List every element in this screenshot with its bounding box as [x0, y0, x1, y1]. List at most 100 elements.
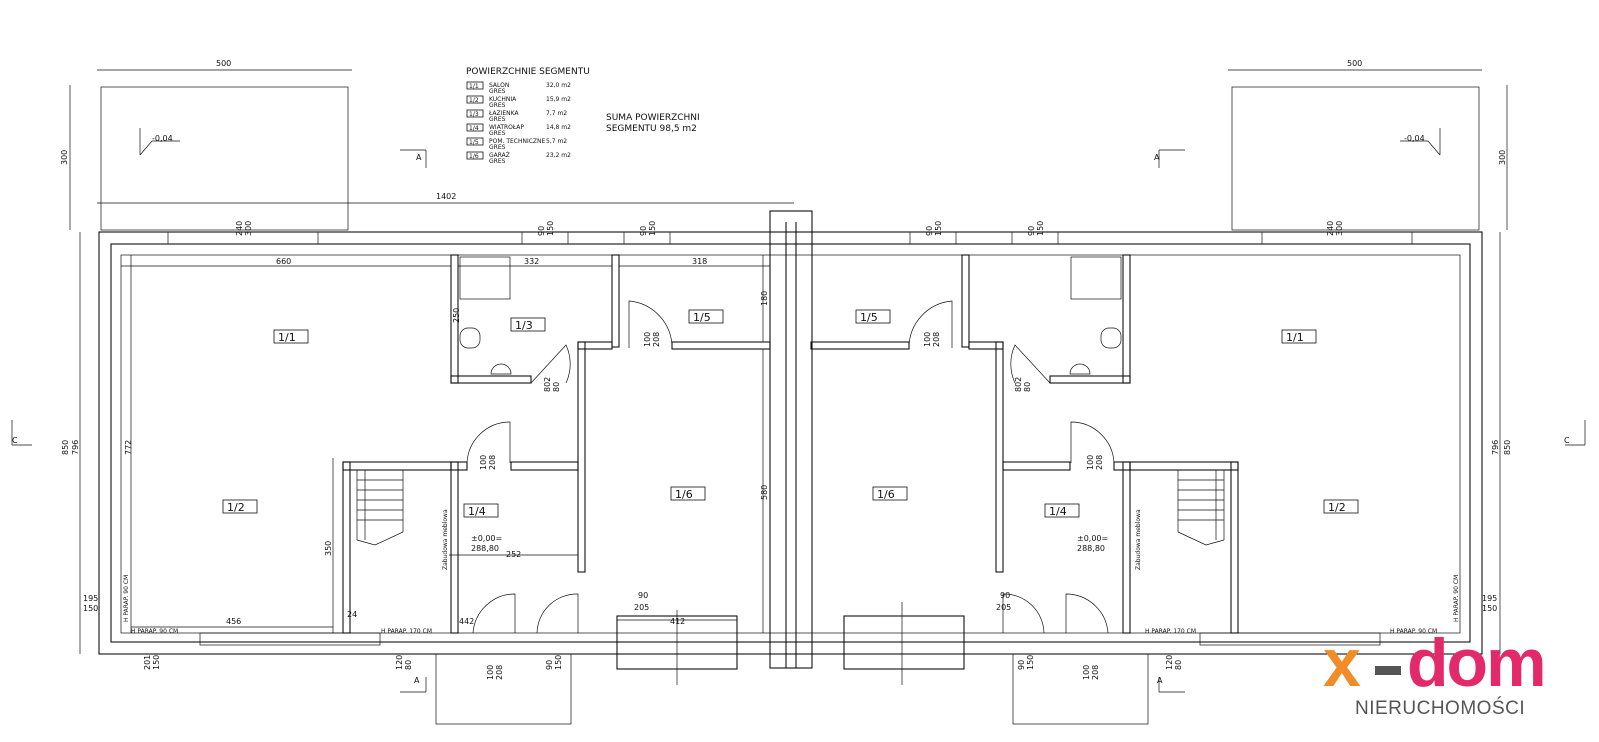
total-area-line2: SEGMENTU 98,5 m2: [606, 124, 697, 134]
stairs-right: [1177, 470, 1225, 546]
win-90-top-c: 90: [925, 226, 934, 236]
door-208-f: 208: [1091, 665, 1100, 680]
legend-room-name: SALON: [489, 82, 509, 89]
door-80-r: 80: [1023, 382, 1032, 392]
win-50-top-b: 150: [648, 221, 657, 236]
level-marker-right: [1400, 128, 1441, 156]
legend-room-finish: GRES: [489, 144, 506, 151]
legend-id-box: [466, 137, 484, 146]
win-150-top-c: 150: [934, 221, 943, 236]
win-80-a: 80: [404, 660, 413, 670]
legend-room-name: ŁAZIENKA: [488, 110, 519, 117]
logo-dom: dom: [1407, 625, 1547, 701]
win-90-a: 90: [545, 660, 554, 670]
door-205-right: 205: [996, 603, 1011, 612]
legend-id-box: [466, 151, 484, 160]
dim-240-right: 240: [1326, 221, 1335, 236]
total-area-line1: SUMA POWIERZCHNI: [606, 113, 700, 123]
dim-195-right: 195: [1482, 594, 1497, 603]
floor-level-right-a: ±0,00=: [1077, 534, 1108, 543]
door-100-d: 100: [1086, 455, 1095, 470]
dim-580: 580: [760, 485, 769, 500]
terrace-level-left: -0,04: [152, 134, 173, 143]
door-100-e: 100: [486, 665, 495, 680]
section-a-bottom-left: A: [414, 676, 420, 685]
doors-left: [466, 300, 673, 634]
legend-room-area: 32,0 m2: [546, 82, 571, 89]
door-100-c: 100: [923, 332, 932, 347]
legend-room-id: 1/4: [469, 125, 479, 132]
room-labels: 1/1 1/2 1/3 1/4 1/5 1/6 1/1 1/2 1/4 1/5 …: [222, 309, 1359, 518]
dim-332: 332: [524, 257, 539, 266]
legend-room-area: 14,8 m2: [546, 124, 571, 131]
door-80: 80: [552, 382, 561, 392]
legend-id-box: [466, 95, 484, 104]
room-label-kuchnia-right: 1/2: [1328, 501, 1346, 514]
dim-300-win-left: 300: [244, 221, 253, 236]
win-80-b: 80: [1174, 660, 1183, 670]
room-label-salon-right: 1/1: [1286, 331, 1304, 344]
win-150-c: 150: [152, 655, 161, 670]
room-label-salon-left: 1/1: [278, 331, 296, 344]
level-marker-left: [139, 128, 180, 156]
dim-240-left: 240: [235, 221, 244, 236]
door-208-e: 208: [495, 665, 504, 680]
terrace-right: [1231, 86, 1480, 231]
stairs-left: [356, 470, 404, 546]
logo-x: x: [1323, 625, 1361, 701]
door-100-b: 100: [479, 455, 488, 470]
legend-room-finish: GRES: [489, 102, 506, 109]
door-208-c: 208: [932, 332, 941, 347]
bathroom-fixtures-left: [459, 256, 512, 375]
door-90-left: 90: [638, 591, 648, 600]
legend-room-finish: GRES: [489, 130, 506, 137]
dim-500-left: 500: [216, 59, 231, 68]
dim-180: 180: [760, 291, 769, 306]
left-unit-walls: [342, 254, 771, 670]
legend-room-id: 1/2: [469, 97, 479, 104]
legend-room-finish: GRES: [489, 158, 506, 165]
legend-room-name: WIATROŁAP: [489, 124, 524, 131]
dim-442: 442: [459, 617, 474, 626]
dim-300-left: 300: [60, 150, 69, 165]
legend-room-finish: GRES: [489, 88, 506, 95]
room-label-garaz-right: 1/6: [877, 488, 895, 501]
dim-796-right: 796: [1491, 440, 1500, 455]
dim-500-right: 500: [1347, 59, 1362, 68]
logo-dash: [1375, 666, 1401, 675]
room-label-lazienka-left: 1/3: [515, 319, 533, 332]
legend-id-box: [466, 81, 484, 90]
legend-room-area: 15,9 m2: [546, 96, 571, 103]
dim-412: 412: [670, 617, 685, 626]
bathroom-fixtures-right: [1069, 256, 1122, 375]
legend-room-area: 7,7 m2: [546, 110, 567, 117]
right-unit-walls: [810, 254, 1239, 670]
dim-1402: 1402: [436, 192, 456, 201]
dim-350: 350: [324, 541, 333, 556]
terrace-level-right: -0,04: [1404, 134, 1425, 143]
floor-level-left-a: ±0,00=: [471, 534, 502, 543]
win-90-top-b: 90: [639, 226, 648, 236]
win-90-b: 90: [1017, 660, 1026, 670]
dim-300-right: 300: [1498, 150, 1507, 165]
furniture-note-right: Zabudowa meblowa: [1135, 509, 1142, 570]
terrace-left: [100, 86, 349, 231]
room-label-wiatrolap-left: 1/4: [468, 505, 486, 518]
floor-level-right-b: 288,80: [1077, 544, 1105, 553]
doors-right: [908, 300, 1115, 634]
party-wall: [769, 210, 813, 669]
legend-room-area: 5,7 m2: [546, 138, 567, 145]
legend-room-id: 1/6: [469, 153, 479, 160]
door-208-a: 208: [652, 332, 661, 347]
legend-room-finish: GRES: [489, 116, 506, 123]
legend-room-id: 1/3: [469, 111, 479, 118]
win-120-a: 120: [395, 655, 404, 670]
dim-318: 318: [692, 257, 707, 266]
section-a-bottom-right: A: [1157, 676, 1163, 685]
door-208-b: 208: [488, 455, 497, 470]
dim-150-left: 150: [83, 604, 98, 613]
win-201-a: 201: [143, 655, 152, 670]
door-100-f: 100: [1082, 665, 1091, 680]
